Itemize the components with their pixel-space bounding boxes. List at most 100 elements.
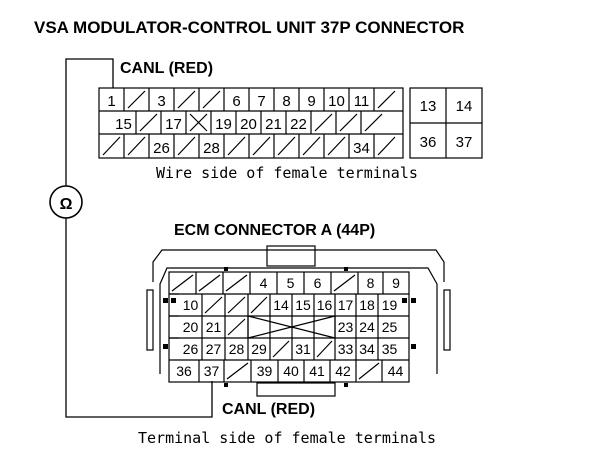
ecm-pin-label: 44 <box>388 363 404 379</box>
ecm-pin-label: 34 <box>359 341 375 357</box>
vsa-canl-label: CANL (RED) <box>120 60 213 77</box>
ecm-empty-cavity <box>171 274 194 292</box>
ecm-pin-label: 31 <box>295 341 311 357</box>
ecm-empty-cavity <box>198 274 221 292</box>
ecm-pin-label: 41 <box>309 363 325 379</box>
vsa-empty-cavity <box>339 113 358 132</box>
diagram-title: VSA MODULATOR-CONTROL UNIT 37P CONNECTOR <box>34 18 464 37</box>
ecm-empty-cavity <box>204 296 223 314</box>
vsa-caption: Wire side of female terminals <box>156 164 418 182</box>
vsa-connector <box>98 87 483 159</box>
ecm-caption: Terminal side of female terminals <box>138 429 436 447</box>
ecm-pin-label: 39 <box>257 363 273 379</box>
ecm-empty-cavity <box>333 274 356 292</box>
vsa-pin-label: 20 <box>240 116 257 133</box>
ecm-pin-label: 20 <box>183 319 199 335</box>
ecm-canl-label: CANL (RED) <box>222 401 315 418</box>
ecm-empty-cavity <box>227 296 246 314</box>
ecm-pin-label: 21 <box>206 319 222 335</box>
vsa-pin-label: 8 <box>282 93 290 110</box>
vsa-pin-label: 15 <box>115 116 132 133</box>
vsa-side-pin-label: 36 <box>420 134 437 151</box>
ecm-empty-cavity <box>225 274 248 292</box>
vsa-pin-label: 3 <box>157 93 165 110</box>
ecm-left-latch <box>146 289 154 351</box>
ecm-pin-label: 33 <box>338 341 354 357</box>
ecm-empty-cavity <box>226 362 249 380</box>
vsa-pin-label: 26 <box>153 140 170 157</box>
vsa-pin-label: 17 <box>165 116 182 133</box>
ecm-pin-label: 23 <box>338 319 354 335</box>
ecm-pin-label: 18 <box>359 297 375 313</box>
ecm-empty-cavity <box>227 318 246 336</box>
ecm-pin-label: 24 <box>359 319 375 335</box>
vsa-empty-cavity <box>227 136 246 156</box>
vsa-side-pin-label: 14 <box>456 98 473 115</box>
ohm-symbol: Ω <box>60 196 73 213</box>
ecm-pin-label: 26 <box>183 341 199 357</box>
vsa-side-pin-label: 13 <box>420 98 437 115</box>
vsa-pin-label: 1 <box>107 93 115 110</box>
vsa-pin-label: 9 <box>307 93 315 110</box>
ecm-connector <box>146 245 451 397</box>
vsa-pin-label: 10 <box>328 93 345 110</box>
vsa-empty-cavity <box>127 90 146 109</box>
ecm-top-tab <box>266 245 316 267</box>
ecm-vacant-cross <box>247 315 336 339</box>
vsa-empty-cavity <box>364 113 383 132</box>
ecm-pin-label: 19 <box>382 297 398 313</box>
ecm-guides <box>163 267 416 387</box>
vsa-side-pin-label: 37 <box>456 134 473 151</box>
ecm-pin-label: 40 <box>283 363 299 379</box>
ecm-pin-label: 36 <box>176 363 192 379</box>
vsa-empty-cavity <box>277 136 296 156</box>
vsa-empty-cavity <box>377 90 396 109</box>
vsa-empty-cavity <box>177 90 196 109</box>
vsa-empty-cavity <box>102 136 121 156</box>
vsa-empty-cavity <box>127 136 146 156</box>
vsa-pin-label: 34 <box>353 140 370 157</box>
ecm-pin-label: 5 <box>287 275 295 291</box>
ohmmeter: Ω <box>49 185 83 219</box>
ecm-pin-label: 9 <box>392 275 400 291</box>
ecm-pin-label: 16 <box>317 297 333 313</box>
ecm-pin-label: 10 <box>183 297 199 313</box>
ecm-pin-block <box>168 271 410 383</box>
ecm-pin-label: 37 <box>204 363 220 379</box>
ecm-empty-cavity <box>250 296 268 314</box>
ecm-pin-label: 29 <box>251 341 267 357</box>
ecm-pin-label: 15 <box>295 297 311 313</box>
ecm-right-latch <box>443 289 451 351</box>
ecm-title: ECM CONNECTOR A (44P) <box>174 222 375 239</box>
ecm-pin-label: 27 <box>206 341 222 357</box>
vsa-pin-label: 7 <box>257 93 265 110</box>
ecm-pin-label: 4 <box>260 275 268 291</box>
ecm-pin-label: 35 <box>382 341 398 357</box>
vsa-empty-cavity <box>314 113 333 132</box>
vsa-pin-label: 19 <box>215 116 232 133</box>
vsa-empty-cavity <box>177 136 196 156</box>
ecm-empty-cavity <box>358 362 380 380</box>
vsa-empty-cavity <box>252 136 271 156</box>
vsa-pin-label: 28 <box>203 140 220 157</box>
vsa-empty-cavity <box>377 136 396 156</box>
vsa-pin-label: 21 <box>265 116 282 133</box>
ecm-pin-label: 6 <box>314 275 322 291</box>
vsa-main-block <box>98 87 404 159</box>
ecm-pin-label: 42 <box>335 363 351 379</box>
vsa-pin-label: 11 <box>354 93 370 110</box>
ecm-housing-inner <box>159 267 438 374</box>
ecm-pin-label: 8 <box>367 275 375 291</box>
vsa-pin-label: 22 <box>290 116 307 133</box>
vsa-plugged-cavity <box>189 113 208 132</box>
ecm-bottom-tab <box>256 382 336 397</box>
vsa-empty-cavity <box>202 90 221 109</box>
vsa-empty-cavity <box>327 136 346 156</box>
ecm-pin-label: 17 <box>338 297 354 313</box>
vsa-empty-cavity <box>302 136 321 156</box>
vsa-empty-cavity <box>139 113 158 132</box>
ecm-empty-cavity <box>316 340 333 358</box>
